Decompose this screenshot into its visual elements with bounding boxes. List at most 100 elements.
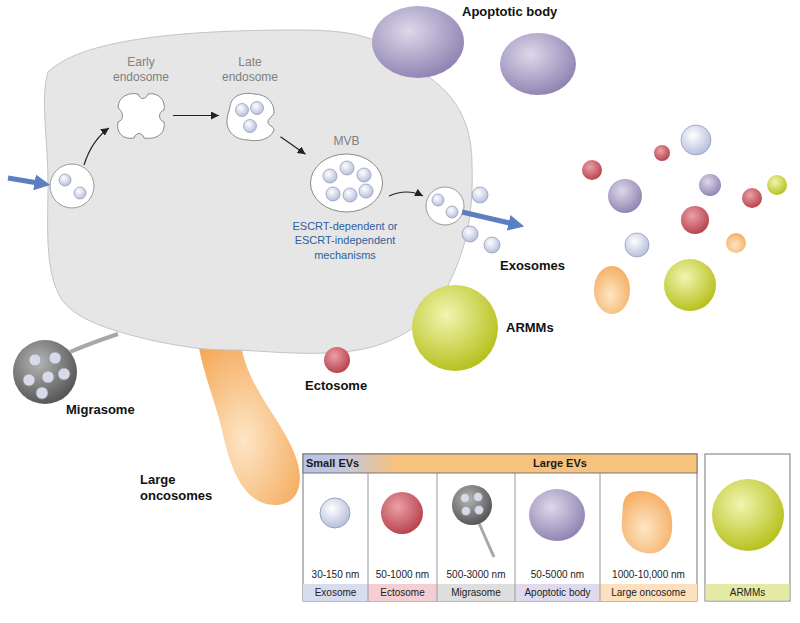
exosome [472, 187, 488, 203]
released-vesicle [767, 175, 787, 195]
compartment-shape [112, 88, 170, 143]
vesicle-label: Ectosome [305, 378, 367, 394]
name-bar [600, 584, 697, 601]
illustration-part [74, 187, 86, 199]
compartment-heading: Late endosome [214, 55, 286, 85]
apoptotic-body [500, 33, 576, 95]
large-oncosome-icon [622, 491, 672, 553]
vesicle-type: Exosome [303, 586, 368, 599]
table-header: Large EVs [520, 457, 600, 470]
cell-body [44, 30, 472, 353]
vesicle-label: Exosomes [500, 258, 565, 274]
illustration-part [49, 352, 61, 364]
endosome-compartment: MVB [308, 152, 385, 214]
uptake-arrow [8, 178, 44, 184]
large-oncosome [198, 343, 300, 505]
illustration-part [29, 354, 41, 366]
table-header: Small EVs [306, 457, 359, 470]
intraluminal-vesicle [323, 169, 337, 183]
intraluminal-vesicle [359, 184, 373, 198]
apoptotic-bud [372, 6, 464, 78]
flow-arrow [389, 192, 423, 196]
illustration-part [461, 494, 470, 503]
vesicle-label: Large oncosomes [140, 472, 222, 505]
illustration-part [58, 368, 70, 380]
compartment-heading: MVB [311, 134, 383, 149]
endosome-outline [227, 93, 274, 140]
vesicle-label: Apoptotic body [462, 4, 557, 20]
released-vesicle [582, 160, 602, 180]
migrasome [13, 340, 77, 404]
exosome [462, 226, 478, 242]
endosome-compartment: Early endosome [112, 88, 170, 143]
flow-arrow [84, 128, 109, 165]
compartment-label: Early endosome [105, 55, 177, 85]
size-range: 50-5000 nm [515, 568, 600, 581]
released-vesicle [594, 266, 630, 314]
intraluminal-vesicle [236, 104, 249, 117]
endosome-outline [118, 94, 165, 139]
size-range: 50-1000 nm [368, 568, 437, 581]
size-range: 500-3000 nm [437, 568, 515, 581]
vesicle-type: ARMMs [705, 586, 790, 599]
flow-arrow [280, 137, 305, 155]
armms-bud [412, 285, 498, 371]
illustration-part [42, 371, 54, 383]
release-arrow [462, 212, 518, 225]
vesicle-label: ARMMs [506, 320, 554, 336]
released-vesicle [681, 206, 709, 234]
table-header [303, 454, 697, 473]
intraluminal-vesicle [343, 188, 357, 202]
intraluminal-vesicle [326, 187, 340, 201]
armms-icon [712, 479, 784, 551]
released-vesicle [681, 125, 711, 155]
size-range: 1000-10,000 nm [600, 568, 697, 581]
retraction-fiber [70, 334, 118, 352]
size-table [303, 454, 697, 601]
released-vesicle [742, 188, 762, 208]
compartment-shape [222, 88, 278, 143]
exosome [484, 237, 500, 253]
intraluminal-vesicle [357, 168, 371, 182]
size-range: 30-150 nm [303, 568, 368, 581]
name-bar [437, 584, 515, 601]
illustration-part [36, 387, 48, 399]
fusing-vesicle [426, 187, 464, 225]
mechanism-note: ESCRT-dependent or ESCRT-independent mec… [290, 219, 400, 262]
vesicle-type: Migrasome [437, 586, 515, 599]
apoptotic-body-icon [529, 489, 585, 541]
mvb-outline [311, 154, 383, 212]
compartment-shape [308, 152, 385, 214]
endosome-compartment: Late endosome [222, 88, 278, 143]
compartment-label: MVB [311, 134, 383, 149]
released-vesicle [726, 233, 746, 253]
migrasome-icon [452, 485, 492, 525]
intraluminal-vesicle [251, 102, 264, 115]
flow-arrow [173, 115, 219, 116]
vesicle-type: Apoptotic body [515, 586, 600, 599]
name-bar [303, 584, 368, 601]
released-vesicle [608, 179, 642, 213]
name-bar [706, 584, 790, 601]
released-vesicle [699, 174, 721, 196]
illustration-part [474, 493, 483, 502]
exosome-icon [320, 498, 350, 528]
endocytic-vesicle [50, 164, 94, 208]
illustration-part [446, 206, 458, 218]
compartment-label: Late endosome [214, 55, 286, 85]
illustration-part [59, 174, 71, 186]
vesicle-type: Ectosome [368, 586, 437, 599]
name-bar [368, 584, 437, 601]
armms-box [705, 454, 790, 601]
table-rule [368, 473, 600, 601]
ectosome-icon [381, 492, 423, 534]
illustration-part [475, 506, 484, 515]
migrasome-icon-tail [479, 523, 494, 557]
intraluminal-vesicle [244, 120, 257, 133]
vesicle-label: Migrasome [66, 402, 135, 418]
released-vesicle [654, 145, 670, 161]
compartment-heading: Early endosome [105, 55, 177, 85]
